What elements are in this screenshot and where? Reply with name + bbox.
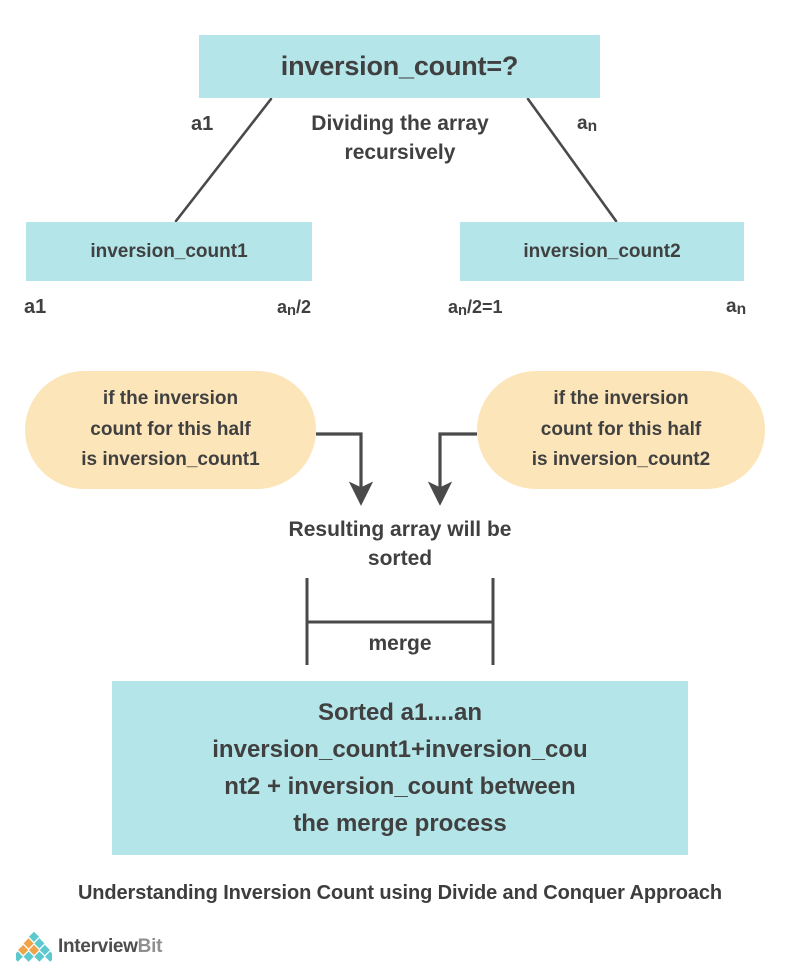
final-line3: nt2 + inversion_count between: [224, 773, 576, 800]
condition-left-line1: if the inversion: [102, 387, 239, 409]
edge-label-right-an-base: a: [577, 113, 588, 134]
condition-right-line1: if the inversion: [553, 387, 689, 409]
range-label-right-start-sub: n: [458, 303, 468, 320]
node-final-result: Sorted a1....an inversion_count1+inversi…: [112, 681, 688, 855]
arrow-right-condition-to-merge: [427, 432, 477, 506]
node-inversion-count1-label: inversion_count1: [90, 240, 248, 262]
node-root-inversion-count: inversion_count=?: [199, 35, 600, 98]
range-label-right-end: an: [726, 296, 746, 319]
range-label-right-start-tail: /2=1: [467, 297, 503, 317]
range-label-left-end-tail: /2: [296, 297, 312, 317]
merge-label: merge: [368, 632, 432, 655]
logo-name-bold: Interview: [58, 936, 138, 957]
condition-right-line2: count for this half: [540, 418, 702, 440]
range-label-right-end-base: a: [726, 296, 737, 317]
edge-label-right-an-sub: n: [587, 118, 598, 136]
condition-left-line2: count for this half: [90, 418, 251, 440]
node-inversion-count2: inversion_count2: [460, 222, 744, 281]
interviewbit-wordmark: InterviewBit: [58, 936, 162, 958]
range-label-left-end-sub: n: [287, 303, 297, 320]
split-caption-text: Dividing the array recursively: [311, 112, 489, 164]
node-condition-right-text: if the inversion count for this half is …: [532, 384, 710, 476]
range-label-left-start: a1: [24, 296, 47, 318]
edge-label-right-an: an: [577, 113, 597, 136]
final-line1: Sorted a1....an: [317, 698, 483, 726]
interviewbit-diamonds-icon: [16, 932, 52, 962]
node-inversion-count1: inversion_count1: [26, 222, 312, 281]
final-line2: inversion_count1+inversion_cou: [212, 735, 588, 763]
condition-left-line3: is inversion_count1: [81, 449, 260, 471]
range-label-left-end: an/2: [277, 297, 311, 319]
logo-name-light: Bit: [137, 936, 163, 957]
node-condition-left-text: if the inversion count for this half is …: [81, 384, 259, 476]
range-label-right-start: an/2=1: [448, 297, 503, 319]
arrow-left-condition-to-merge: [316, 432, 374, 506]
interviewbit-logo: InterviewBit: [16, 932, 162, 962]
node-condition-right: if the inversion count for this half is …: [477, 371, 765, 489]
range-label-right-start-base: a: [448, 297, 459, 317]
edge-label-left-a1: a1: [191, 113, 214, 135]
node-condition-left: if the inversion count for this half is …: [25, 371, 316, 489]
resulting-array-text: Resulting array will be sorted: [288, 518, 512, 571]
final-line4: the merge process: [293, 810, 507, 838]
node-final-result-text: Sorted a1....an inversion_count1+inversi…: [212, 694, 587, 843]
condition-right-line3: is inversion_count2: [531, 449, 711, 471]
figure-caption: Understanding Inversion Count using Divi…: [77, 882, 723, 904]
node-inversion-count2-label: inversion_count2: [523, 240, 681, 262]
range-label-left-end-base: a: [277, 297, 288, 317]
range-label-right-end-sub: n: [736, 301, 747, 319]
node-root-label: inversion_count=?: [280, 51, 519, 81]
